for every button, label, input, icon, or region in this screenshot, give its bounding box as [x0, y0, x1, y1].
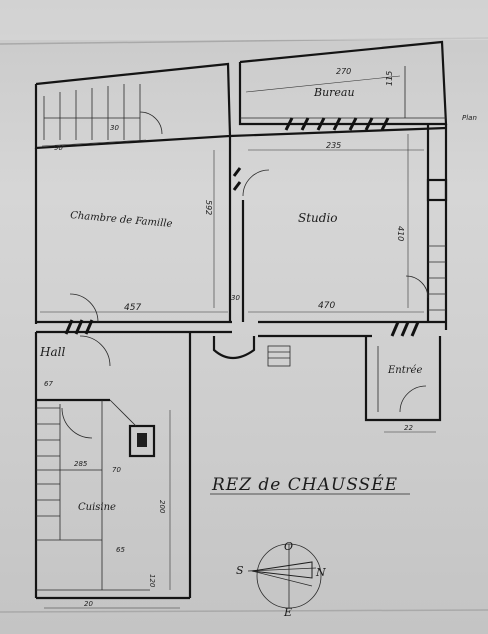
door-swing-chambre	[69, 293, 99, 323]
dim-studio-width: 470	[318, 301, 335, 311]
terrace-step	[267, 345, 291, 367]
compass-label-e: E	[283, 606, 292, 619]
studio-north-wall	[229, 126, 447, 138]
staircase-east	[426, 178, 448, 311]
dim-wall-30: 30	[231, 294, 240, 302]
entree-outline	[364, 336, 442, 422]
dim-chambre-width: 457	[124, 303, 141, 313]
dim-kitchen-65: 65	[116, 546, 125, 554]
dim-kitchen-285: 285	[74, 460, 88, 468]
room-label-hall: Hall	[39, 345, 65, 359]
room-label-entree: Entrée	[387, 365, 422, 376]
kitchen-chimney-flue	[137, 433, 147, 447]
door-swing-hall	[79, 335, 111, 367]
dim-entree-22: 22	[404, 424, 413, 432]
dim-kitchen-70: 70	[112, 466, 121, 474]
margin-note: Plan	[462, 114, 477, 122]
room-label-studio: Studio	[298, 211, 338, 225]
dim-stair-90: 90	[54, 144, 63, 152]
stair-block-outline	[34, 62, 232, 150]
door-swing-studio-east	[405, 275, 429, 299]
dim-bottom-20: 20	[84, 600, 93, 608]
room-label-cuisine: Cuisine	[78, 502, 116, 513]
kitchen-diagonal-wall	[109, 399, 137, 427]
room-label-chambre: Chambre de Famille	[70, 210, 173, 230]
window-hatching	[64, 117, 420, 337]
dim-studio-height: 410	[396, 226, 405, 241]
dim-chambre-height: 592	[204, 200, 213, 215]
door-swing-cuisine	[61, 407, 93, 439]
compass-rose	[247, 543, 322, 609]
dimension-lines	[40, 75, 436, 609]
staircase-left	[43, 84, 163, 140]
paper-fold-line	[0, 609, 488, 613]
bay-window	[212, 336, 256, 360]
paper-top-band	[0, 0, 488, 40]
dim-stair-30: 30	[110, 124, 119, 132]
dim-kitchen-120: 120	[148, 574, 156, 588]
room-label-bureau: Bureau	[313, 86, 355, 99]
dim-hall-67: 67	[44, 380, 53, 388]
dim-kitchen-200: 200	[158, 500, 166, 514]
plan-title: REZ de CHAUSSÉE	[211, 474, 398, 495]
dim-studio-top: 235	[326, 141, 341, 150]
door-swing-entree	[399, 385, 427, 413]
compass-label-s: S	[236, 564, 244, 577]
compass-label-o: O	[284, 540, 293, 553]
staircase-kitchen	[36, 404, 61, 540]
dim-bureau-depth: 115	[385, 71, 394, 86]
door-swing-studio	[242, 169, 270, 197]
kitchen-chimney	[128, 424, 156, 458]
dim-bureau-width: 270	[336, 67, 351, 76]
compass-label-n: N	[315, 566, 326, 579]
bureau-outline	[238, 40, 448, 126]
